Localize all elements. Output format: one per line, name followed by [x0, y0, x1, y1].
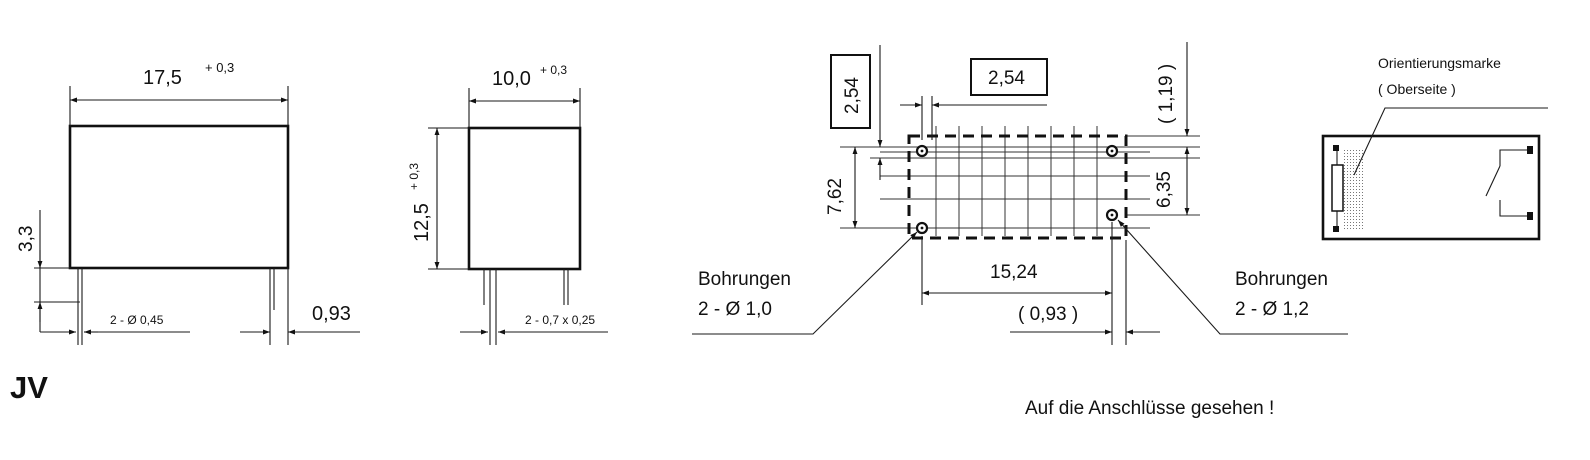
coil-pin-top [1333, 145, 1339, 151]
spacing-bottom-label: 15,24 [990, 262, 1038, 283]
span-right-label: 6,35 [1154, 171, 1175, 208]
coil-icon [1331, 164, 1344, 212]
right-note-value: 2 - Ø 1,2 [1235, 299, 1309, 320]
front-width-label: 17,5 [143, 67, 182, 89]
pitch-h-box [970, 58, 1048, 96]
footprint-grid [840, 126, 1200, 236]
right-hole-leader [1117, 219, 1348, 335]
front-pin-offset-label: 0,93 [312, 303, 351, 325]
left-hole-leader [692, 231, 918, 335]
relay-body-side [467, 126, 582, 271]
switch-blade [1485, 165, 1501, 197]
footprint-view: 2,54 2,54 7,62 ( 1,19 ) 6,35 15,24 ( 0,9… [692, 42, 1348, 419]
hole-center-3 [1110, 149, 1114, 153]
front-width-tol: + 0,3 [205, 60, 234, 75]
switch-contact-icon [1499, 149, 1530, 166]
orientation-sublabel: ( Oberseite ) [1378, 81, 1456, 97]
switch-pin-top [1527, 146, 1533, 154]
hole-center-2 [920, 226, 924, 230]
side-view: 10,0 + 0,3 12,5 + 0,3 2 - 0,7 x 0,25 [407, 63, 608, 345]
offset-top-label: ( 1,19 ) [1156, 64, 1177, 124]
coil-pin-bottom [1333, 226, 1339, 232]
front-pin-height-label: 3,3 [16, 226, 37, 252]
side-height-tol: + 0,3 [407, 163, 421, 190]
hole-center-1 [920, 149, 924, 153]
front-pin-diameter-label: 2 - Ø 0,45 [110, 313, 164, 327]
footprint-caption: Auf die Anschlüsse gesehen ! [1025, 398, 1274, 419]
relay-body-front [68, 124, 290, 270]
orientation-mark [1344, 148, 1364, 230]
side-height-label: 12,5 [411, 203, 433, 242]
footprint-outline [907, 134, 1128, 240]
pitch-h-label: 2,54 [988, 68, 1025, 89]
switch-pin-bottom [1527, 212, 1533, 220]
front-view: 17,5 + 0,3 3,3 2 - Ø 0,45 0,93 [16, 60, 360, 345]
span-left-label: 7,62 [825, 178, 846, 215]
left-note-value: 2 - Ø 1,0 [698, 299, 772, 320]
side-width-tol: + 0,3 [540, 63, 567, 77]
model-label: JV [10, 370, 48, 405]
orientation-view: Orientierungsmarke ( Oberseite ) [1321, 55, 1548, 241]
switch-fixed-contact [1499, 200, 1530, 217]
left-note-title: Bohrungen [698, 269, 791, 290]
orientation-leader [1353, 107, 1548, 176]
pitch-v-box [830, 54, 871, 129]
orientation-label: Orientierungsmarke [1378, 55, 1501, 71]
side-width-label: 10,0 [492, 68, 531, 90]
offset-bottom-label: ( 0,93 ) [1018, 304, 1078, 325]
pitch-v-label: 2,54 [842, 77, 863, 114]
hole-center-4 [1110, 213, 1114, 217]
side-pin-size-label: 2 - 0,7 x 0,25 [525, 313, 595, 327]
right-note-title: Bohrungen [1235, 269, 1328, 290]
